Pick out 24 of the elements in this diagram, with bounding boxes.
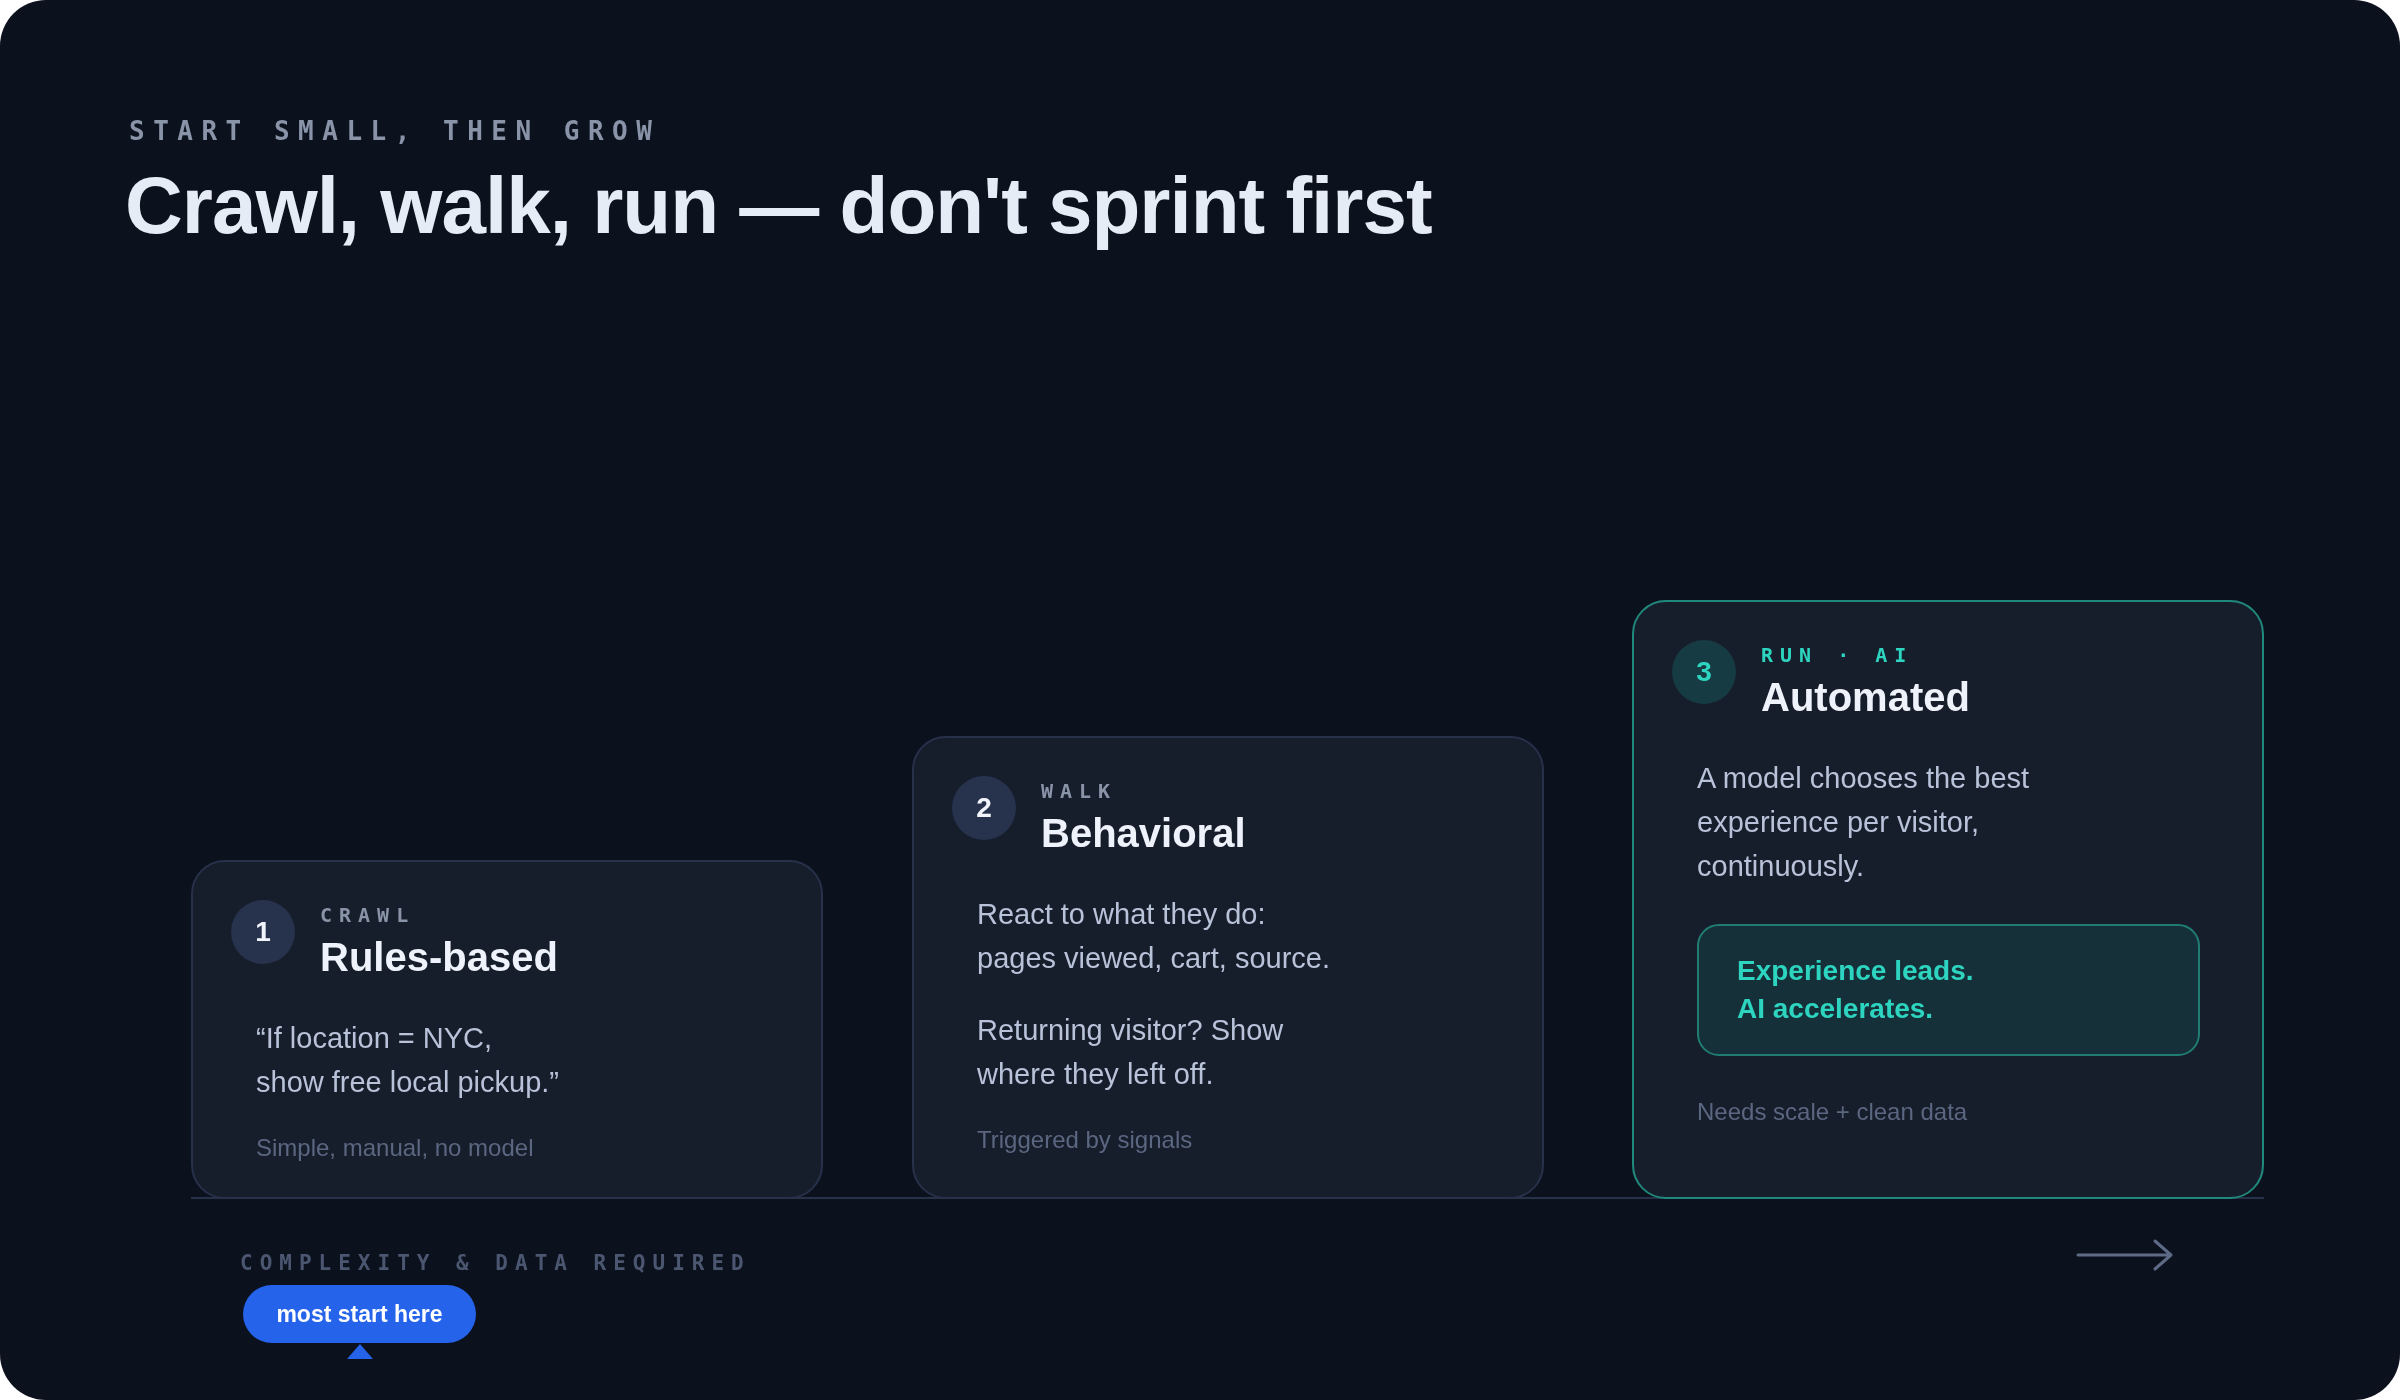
stage-label: WALK <box>1041 778 1118 804</box>
stage-heading: Behavioral <box>1041 810 1246 857</box>
footnote-text: Triggered by signals <box>977 1125 1193 1155</box>
title: Crawl, walk, run — don't sprint first <box>125 160 1432 252</box>
callout-tag: most start here <box>243 1285 476 1343</box>
description-text: React to what they do: pages viewed, cart, source. <box>977 897 1331 976</box>
description-text: “If location = NYC, show free local pickup.” <box>256 1021 561 1100</box>
footnote-text: Needs scale + clean data <box>1697 1097 1968 1127</box>
step-number-badge: 2 <box>952 776 1016 840</box>
eyebrow-label: START SMALL, THEN GROW <box>129 115 661 148</box>
stage-card <box>1632 600 2264 1199</box>
stage-card <box>191 860 823 1199</box>
description-text: Returning visitor? Show where they left off. <box>977 1013 1285 1092</box>
footnote-text: Simple, manual, no model <box>256 1133 534 1163</box>
step-number-badge: 3 <box>1672 640 1736 704</box>
stage-label: CRAWL <box>320 902 416 928</box>
axis-label: COMPLEXITY & DATA REQUIRED <box>240 1250 751 1277</box>
step-number-badge: 1 <box>231 900 295 964</box>
stage-label: RUN · AI <box>1761 642 1914 668</box>
description-text: A model chooses the best experience per visitor, continuously. <box>1697 761 2031 884</box>
stage-card <box>912 736 1544 1199</box>
stage-heading: Automated <box>1761 674 1970 721</box>
stage-heading: Rules-based <box>320 934 558 981</box>
highlight-callout: Experience leads. AI accelerates. <box>1697 924 2200 1056</box>
